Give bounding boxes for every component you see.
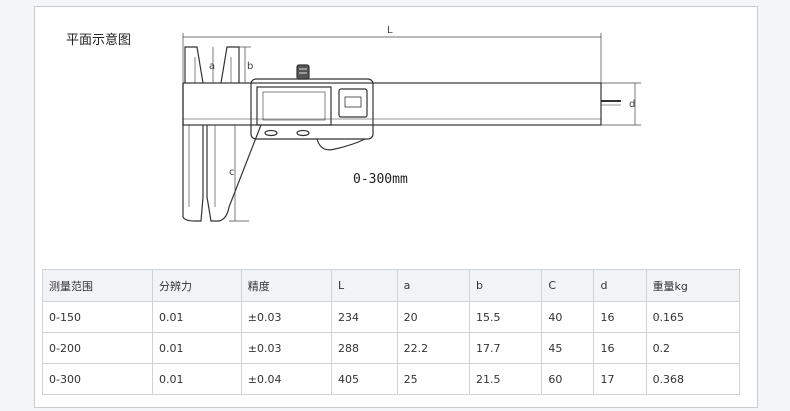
column-header: 分辨力 <box>152 269 242 302</box>
table-cell: 25 <box>396 363 470 395</box>
on-off-button <box>264 129 278 137</box>
table-cell: 17 <box>593 363 647 395</box>
table-cell: 0.01 <box>152 363 242 395</box>
dimension-label-L: L <box>387 25 393 36</box>
table-cell: 405 <box>330 363 398 395</box>
dimension-label-b: b <box>247 61 253 72</box>
sliding-upper-jaw <box>220 46 240 84</box>
dimension-label-a: a <box>209 61 215 72</box>
table-row: 0-150 0.01 ±0.03 234 20 15.5 40 16 0.165 <box>41 301 741 333</box>
table-cell: 60 <box>541 363 595 395</box>
zero-button <box>296 129 310 137</box>
lcd-screen <box>256 86 332 126</box>
table-cell: 16 <box>593 301 647 333</box>
column-header: 精度 <box>240 269 332 302</box>
dimension-label-d: d <box>629 99 635 110</box>
table-cell: 0-200 <box>41 332 154 364</box>
sliding-jaw <box>206 124 262 222</box>
column-header: b <box>468 269 543 302</box>
column-header: 测量范围 <box>41 269 154 302</box>
caliper-diagram: L a b c d 0-300mm <box>182 25 641 222</box>
table-cell: 0.165 <box>645 301 741 333</box>
dimension-label-c: c <box>229 167 235 178</box>
table-cell: 0.01 <box>152 301 242 333</box>
table-cell: 0-150 <box>41 301 154 333</box>
table-cell: 0.368 <box>645 363 741 395</box>
table-cell: 0.2 <box>645 332 741 364</box>
table-cell: 40 <box>541 301 595 333</box>
thumb-roller <box>316 138 366 151</box>
column-header: a <box>396 269 470 302</box>
table-cell: 45 <box>541 332 595 364</box>
fixed-jaw <box>182 83 204 222</box>
table-cell: 288 <box>330 332 398 364</box>
table-row: 0-300 0.01 ±0.04 405 25 21.5 60 17 0.368 <box>41 363 741 395</box>
lock-screw-icon <box>296 64 310 80</box>
table-header-row: 测量范围 分辨力 精度 L a b C d 重量kg <box>41 269 741 302</box>
mode-button <box>338 88 368 118</box>
display-housing <box>250 78 374 140</box>
table-cell: ±0.03 <box>240 301 332 333</box>
range-label: 0-300mm <box>353 172 408 187</box>
content-frame: 平面示意图 <box>34 6 758 408</box>
column-header: d <box>593 269 647 302</box>
table-cell: 234 <box>330 301 398 333</box>
table-cell: 22.2 <box>396 332 470 364</box>
table-cell: ±0.03 <box>240 332 332 364</box>
diagram-caption: 平面示意图 <box>66 33 132 48</box>
fixed-upper-jaw <box>184 46 204 84</box>
table-cell: 16 <box>593 332 647 364</box>
column-header: 重量kg <box>645 269 741 302</box>
table-cell: 21.5 <box>468 363 543 395</box>
table-cell: ±0.04 <box>240 363 332 395</box>
table-cell: 0-300 <box>41 363 154 395</box>
table-cell: 15.5 <box>468 301 543 333</box>
column-header: L <box>330 269 398 302</box>
table-cell: 20 <box>396 301 470 333</box>
table-cell: 0.01 <box>152 332 242 364</box>
table-cell: 17.7 <box>468 332 543 364</box>
spec-table: 测量范围 分辨力 精度 L a b C d 重量kg 0-150 0.01 ±0… <box>41 269 741 395</box>
column-header: C <box>541 269 595 302</box>
table-row: 0-200 0.01 ±0.03 288 22.2 17.7 45 16 0.2 <box>41 332 741 364</box>
